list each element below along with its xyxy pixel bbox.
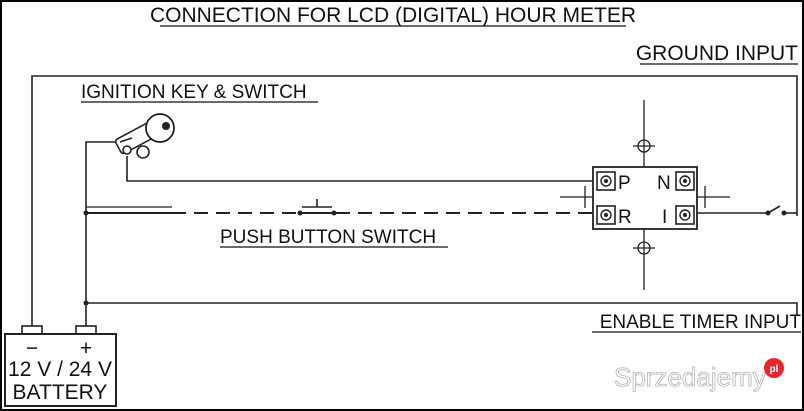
battery-minus-sign: − xyxy=(26,337,38,360)
battery-plus-post xyxy=(75,325,97,335)
ignition-label: IGNITION KEY & SWITCH xyxy=(81,82,307,103)
battery-voltage: 12 V / 24 V xyxy=(8,358,112,381)
watermark-badge xyxy=(764,358,784,378)
push-button-switch-icon xyxy=(297,199,337,216)
terminal-p xyxy=(596,171,616,191)
ground-input-label: GROUND INPUT xyxy=(636,42,798,65)
battery xyxy=(4,325,117,407)
watermark-badge-text: pl xyxy=(770,364,779,375)
watermark-text: Sprzedajemy xyxy=(614,362,766,392)
ignition-feed-wire xyxy=(85,141,120,330)
battery-plus-sign: + xyxy=(80,337,92,360)
enable-junction xyxy=(83,300,89,306)
enable-timer-wire xyxy=(86,302,798,316)
terminal-i-label: I xyxy=(662,207,667,228)
ground-switch-icon xyxy=(765,205,797,216)
battery-name: BATTERY xyxy=(13,381,108,404)
battery-body xyxy=(4,333,117,407)
terminal-r-label: R xyxy=(618,207,632,228)
terminal-n xyxy=(675,171,695,191)
battery-minus-post xyxy=(21,325,43,335)
push-button-label: PUSH BUTTON SWITCH xyxy=(220,227,436,248)
terminal-r xyxy=(596,205,616,225)
diagram-title: CONNECTION FOR LCD (DIGITAL) HOUR METER xyxy=(150,4,636,27)
push-junction xyxy=(83,210,89,216)
ground-wire xyxy=(31,75,798,330)
terminal-p-label: P xyxy=(618,173,631,194)
terminal-i xyxy=(675,205,695,225)
ignition-key-icon xyxy=(114,113,175,159)
enable-timer-label: ENABLE TIMER INPUT xyxy=(600,312,802,333)
terminal-n-label: N xyxy=(657,173,671,194)
